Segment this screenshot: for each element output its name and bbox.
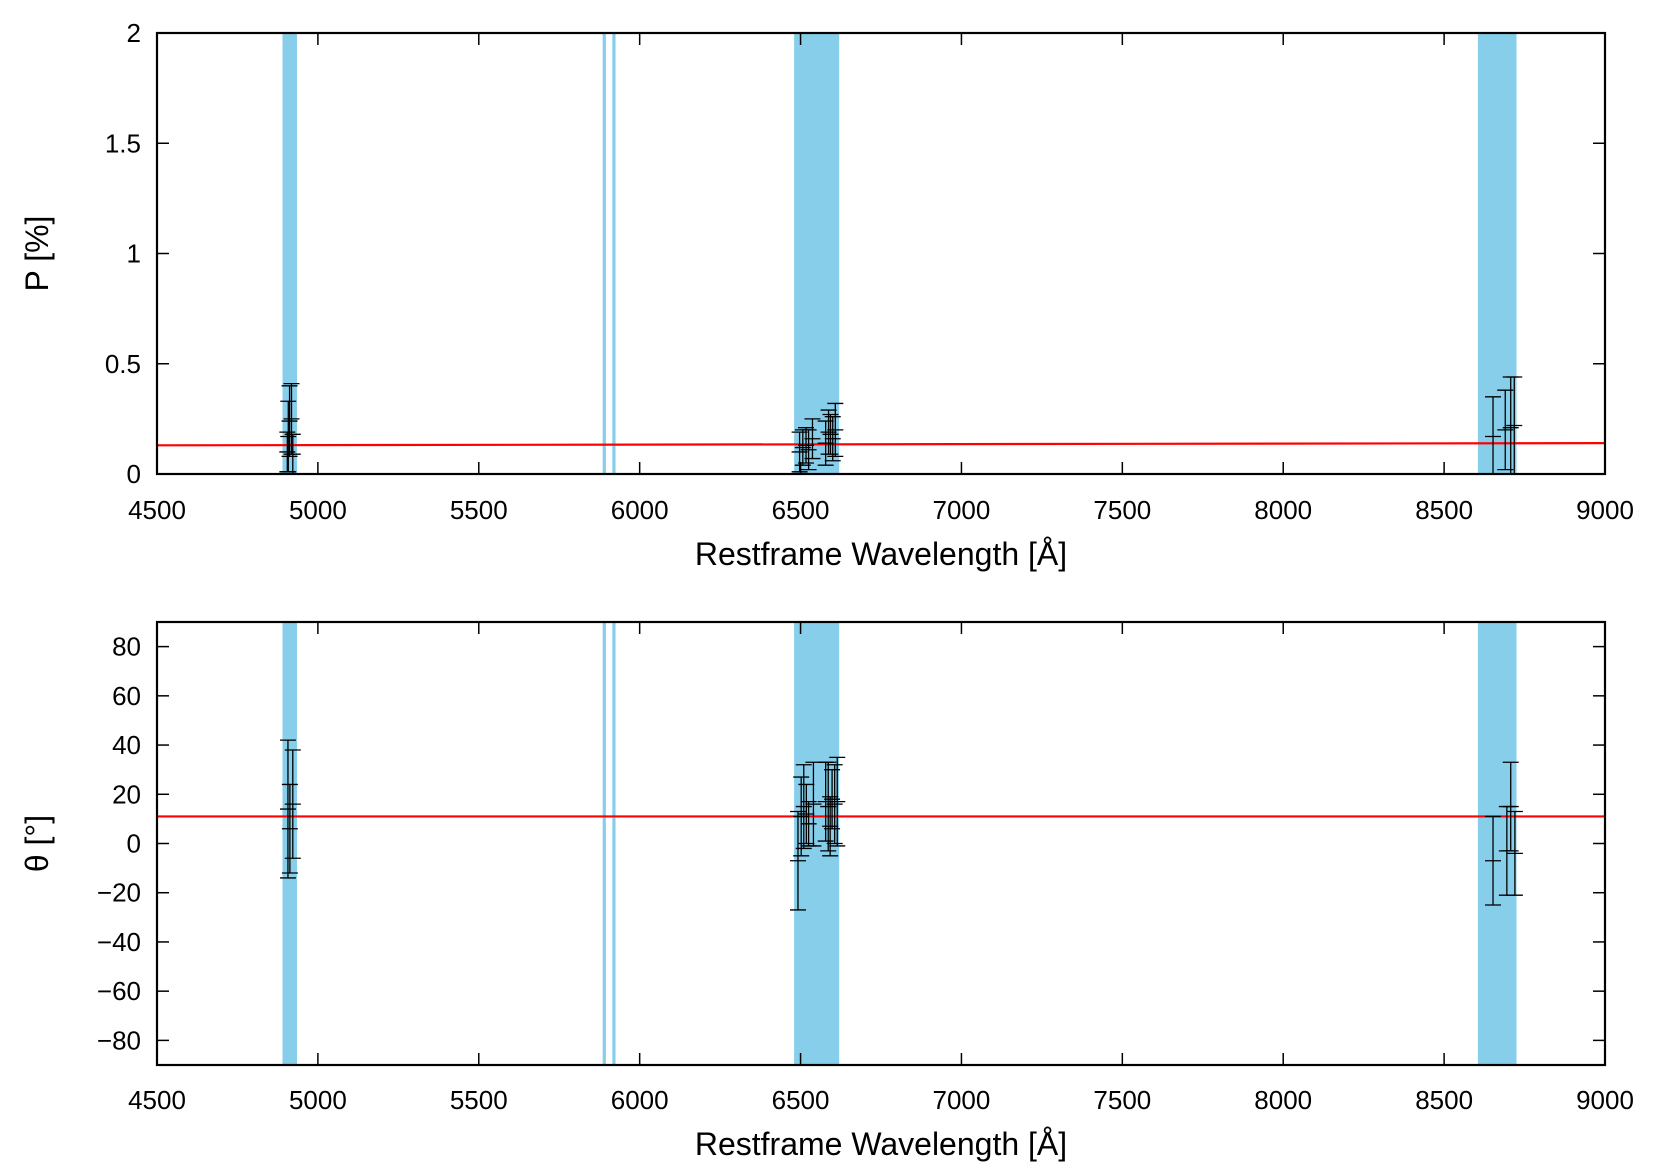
x-tick-label: 6000 [611, 495, 669, 525]
data-point [829, 756, 846, 847]
data-point [827, 402, 844, 458]
panel-2: 4500 5000 5500 6000 6500 7000 7500 8000 8500 9000… [19, 620, 1634, 1162]
shaded-band [612, 33, 616, 474]
data-point [1485, 815, 1502, 906]
y-axis-label: P [%] [19, 216, 55, 292]
fit-line [157, 442, 1605, 447]
plot-area [157, 622, 1605, 1065]
data-point [820, 761, 837, 852]
x-tick-label: 8000 [1254, 495, 1312, 525]
y-tick-label: 20 [112, 779, 141, 809]
y-tick-label: 1.5 [105, 128, 141, 158]
shaded-band [612, 622, 616, 1065]
x-tick-label: 5000 [289, 1085, 347, 1115]
plot-frame [155, 620, 1607, 1067]
x-tick-label: 4500 [128, 495, 186, 525]
data-point [281, 385, 298, 458]
y-tick-label: 1 [127, 239, 141, 269]
shaded-band [602, 33, 606, 474]
x-tick-label: 6500 [772, 1085, 830, 1115]
x-tick-label: 8500 [1415, 495, 1473, 525]
y-tick-label: −20 [97, 878, 141, 908]
data-point [1506, 376, 1523, 474]
x-tick-label: 7000 [933, 495, 991, 525]
y-tick-label: −60 [97, 976, 141, 1006]
data-point [805, 761, 822, 847]
x-tick-label: 9000 [1576, 1085, 1634, 1115]
shaded-band [794, 33, 840, 474]
x-tick-label: 7500 [1093, 495, 1151, 525]
y-tick-label: −40 [97, 927, 141, 957]
plot-frame [155, 31, 1607, 476]
x-tick-label: 6500 [772, 495, 830, 525]
plot-area [157, 33, 1605, 474]
data-point [798, 783, 815, 845]
x-tick-label: 5500 [450, 495, 508, 525]
data-point [284, 749, 301, 859]
x-tick-label: 7000 [933, 1085, 991, 1115]
panel-1: 4500 5000 5500 6000 6500 7000 7500 8000 8500 9000… [19, 18, 1634, 572]
x-tick-label: 5500 [450, 1085, 508, 1115]
y-tick-label: −80 [97, 1025, 141, 1055]
data-point [1485, 396, 1502, 474]
data-point [826, 764, 843, 845]
x-tick-label: 6000 [611, 1085, 669, 1115]
x-tick-label: 7500 [1093, 1085, 1151, 1115]
data-point [800, 429, 817, 471]
y-tick-label: 40 [112, 730, 141, 760]
y-tick-label: 0 [127, 459, 141, 489]
y-tick-label: 2 [127, 18, 141, 48]
data-point [1502, 761, 1519, 852]
shaded-band [602, 622, 606, 1065]
data-point [804, 418, 821, 460]
y-tick-label: 0 [127, 829, 141, 859]
data-point [280, 400, 297, 473]
y-tick-label: 60 [112, 681, 141, 711]
y-tick-label: 0.5 [105, 349, 141, 379]
x-tick-label: 4500 [128, 1085, 186, 1115]
y-axis-label: θ [°] [19, 815, 55, 872]
y-tick-label: 80 [112, 632, 141, 662]
x-tick-label: 8000 [1254, 1085, 1312, 1115]
data-point [824, 416, 841, 462]
x-tick-label: 5000 [289, 495, 347, 525]
x-tick-label: 8500 [1415, 1085, 1473, 1115]
x-axis-label: Restframe Wavelength [Å] [695, 1126, 1067, 1162]
data-point [1506, 810, 1523, 896]
shaded-band [282, 33, 297, 474]
data-point [284, 433, 301, 474]
data-point [793, 776, 810, 857]
x-tick-label: 9000 [1576, 495, 1634, 525]
x-axis-label: Restframe Wavelength [Å] [695, 536, 1067, 572]
